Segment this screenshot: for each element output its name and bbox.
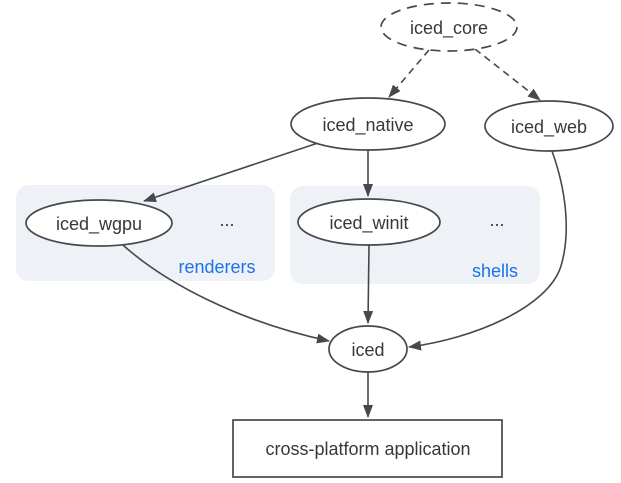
node-iced-winit	[297, 198, 441, 246]
edge-iced-core-to-iced-native	[388, 49, 430, 98]
node-iced-label: iced	[351, 340, 384, 360]
node-iced-native	[290, 97, 446, 151]
node-application-label: cross-platform application	[265, 439, 470, 459]
node-cross-platform-application	[232, 419, 503, 478]
node-iced-winit-label: iced_winit	[329, 213, 408, 234]
edge-iced-web-to-iced	[408, 150, 568, 351]
edge-iced-core-to-iced-web	[474, 48, 541, 101]
renderers-ellipsis: ...	[219, 210, 234, 230]
renderers-group-label: renderers	[178, 257, 255, 277]
node-iced-native-label: iced_native	[322, 115, 413, 136]
edge-iced-native-to-iced-wgpu	[143, 142, 319, 202]
shells-ellipsis: ...	[489, 210, 504, 230]
edge-iced-winit-to-iced	[363, 244, 374, 324]
node-iced-core-label: iced_core	[410, 18, 488, 39]
node-iced-core	[380, 2, 518, 52]
node-iced-web	[484, 100, 614, 152]
edge-iced-wgpu-to-iced	[122, 244, 330, 344]
node-iced-web-label: iced_web	[511, 117, 587, 138]
node-iced-wgpu-label: iced_wgpu	[56, 214, 142, 235]
node-iced	[328, 325, 408, 373]
shells-group-label: shells	[472, 261, 518, 281]
node-iced-wgpu	[25, 199, 173, 247]
